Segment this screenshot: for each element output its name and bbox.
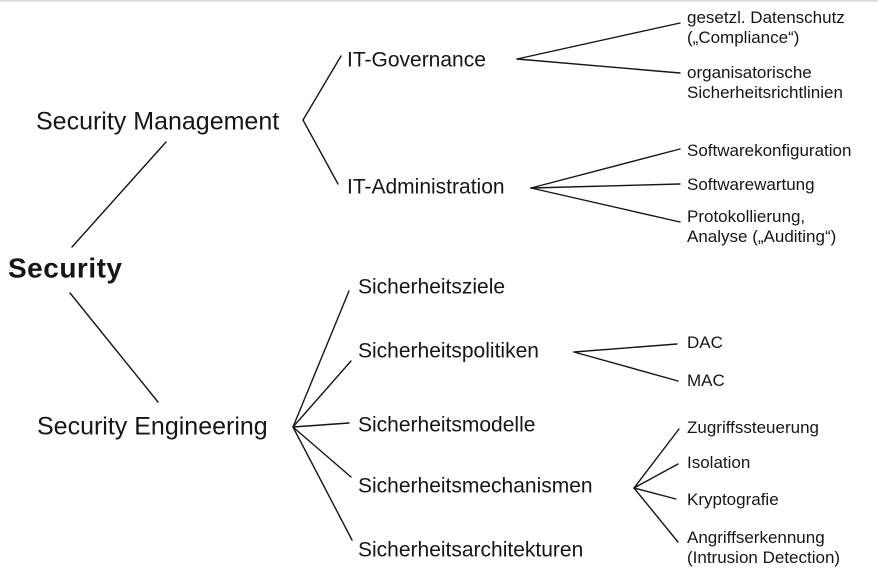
edge-security-to-management (71, 141, 167, 248)
edge-management-to-administration (302, 119, 339, 185)
edge-politiken-to-mac (573, 351, 679, 382)
edge-administration-to-protokollierung (530, 187, 681, 223)
edge-engineering-to-modelle (292, 422, 350, 428)
node-security: Security (8, 252, 123, 284)
leaf-organisatorische-sicherheitsrichtlinien: organisatorische Sicherheitsrichtlinien (687, 63, 843, 102)
leaf-protokollierung-analyse-auditing: Protokollierung, Analyse („Auditing“) (687, 207, 837, 246)
node-sicherheitspolitiken: Sicherheitspolitiken (358, 339, 539, 363)
edge-mechanismen-to-kryptografie (633, 487, 677, 500)
edge-mechanismen-to-isolation (633, 463, 679, 489)
node-it-administration: IT-Administration (347, 175, 505, 199)
node-sicherheitsarchitekturen: Sicherheitsarchitekturen (358, 538, 584, 562)
edge-engineering-to-ziele (292, 290, 350, 428)
leaf-angriffserkennung-intrusion-detection: Angriffserkennung (Intrusion Detection) (687, 528, 841, 567)
edge-governance-to-datenschutz (516, 22, 681, 60)
node-sicherheitsmodelle: Sicherheitsmodelle (358, 413, 536, 437)
leaf-mac: MAC (687, 371, 725, 391)
leaf-kryptografie: Kryptografie (687, 490, 779, 510)
leaf-softwarekonfiguration: Softwarekonfiguration (687, 141, 852, 161)
edge-management-to-governance (302, 55, 342, 121)
node-it-governance: IT-Governance (347, 48, 486, 72)
edge-security-to-engineering (69, 292, 159, 403)
edge-mechanismen-to-angriffserkennung (633, 487, 679, 543)
node-sicherheitsziele: Sicherheitsziele (358, 275, 506, 299)
edge-engineering-to-mechanismen (292, 426, 352, 478)
leaf-gesetzl-datenschutz-compliance: gesetzl. Datenschutz („Compliance“) (687, 8, 845, 47)
edge-engineering-to-politiken (292, 360, 352, 428)
leaf-dac: DAC (687, 333, 723, 353)
edge-politiken-to-dac (573, 343, 678, 353)
edge-administration-to-softwarekonfiguration (530, 148, 681, 189)
leaf-softwarewartung: Softwarewartung (687, 175, 815, 195)
leaf-zugriffssteuerung: Zugriffssteuerung (687, 418, 819, 438)
node-sicherheitsmechanismen: Sicherheitsmechanismen (358, 474, 593, 498)
edge-engineering-to-architekturen (292, 426, 353, 541)
edge-administration-to-softwarewartung (530, 183, 681, 189)
edge-governance-to-richtlinien (516, 58, 681, 74)
node-security-engineering: Security Engineering (37, 412, 268, 441)
edge-mechanismen-to-zugriffssteuerung (633, 428, 680, 489)
node-security-management: Security Management (36, 107, 280, 136)
leaf-isolation: Isolation (687, 453, 751, 473)
